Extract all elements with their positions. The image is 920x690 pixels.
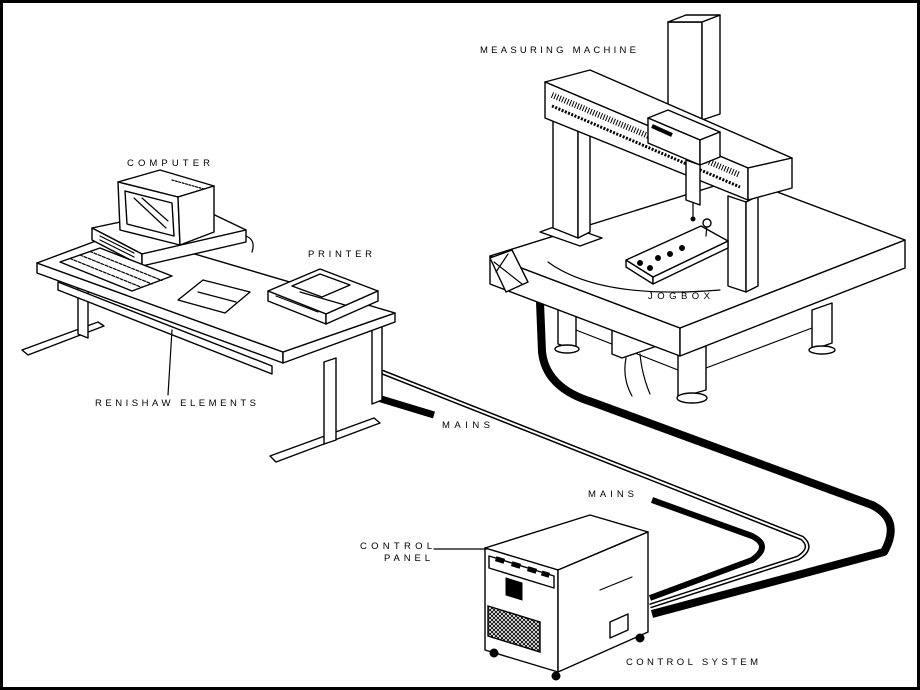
control-panel-indicator <box>540 570 551 578</box>
scale-reader-detail <box>493 261 523 285</box>
desk-mains-cable-inner <box>381 371 809 607</box>
computer <box>59 169 254 292</box>
caster-wheel <box>551 671 561 681</box>
bridge-beam-end <box>747 157 793 201</box>
document-sheet <box>177 279 251 314</box>
jogbox-button <box>667 251 673 257</box>
label-renishaw-elements: RENISHAW ELEMENTS <box>95 398 256 409</box>
control-system <box>484 514 649 681</box>
z-ram <box>685 159 701 206</box>
probe-tip <box>690 216 696 222</box>
table-leg-right <box>811 302 833 351</box>
label-control-panel-line1: CONTROL <box>360 541 432 552</box>
side-handle <box>599 576 633 591</box>
key-row <box>89 250 163 282</box>
label-control-system: CONTROL SYSTEM <box>626 657 758 668</box>
jogbox-button <box>679 245 685 251</box>
bridge-left-post-side <box>577 121 591 239</box>
vent-grill <box>487 605 541 653</box>
scale-reader-detail <box>495 253 509 273</box>
renishaw-pointer <box>167 329 173 396</box>
table-foot-right <box>808 345 836 355</box>
label-mains-desk: MAINS <box>442 420 490 431</box>
carriage-display <box>651 124 673 137</box>
measuring-machine <box>489 14 906 404</box>
drive-slot <box>99 235 135 254</box>
power-switch <box>505 577 523 601</box>
machine-cable <box>536 301 895 618</box>
control-panel-indicator <box>510 561 522 569</box>
screen-glare <box>133 197 167 229</box>
under-table-cable <box>624 357 633 397</box>
control-box-side <box>557 531 649 673</box>
jogbox <box>625 218 729 285</box>
bridge-right-post <box>727 195 747 293</box>
beam-scale <box>551 104 741 189</box>
control-mains-cable <box>648 497 765 601</box>
jogbox-button <box>647 265 653 271</box>
label-mains-control: MAINS <box>588 489 634 500</box>
caster-wheel <box>635 633 645 643</box>
caster-wheel <box>489 648 499 658</box>
label-measuring-machine: MEASURING MACHINE <box>480 45 636 56</box>
printer-paper-tray <box>291 273 351 298</box>
monitor-vent <box>171 179 205 190</box>
under-table-cable <box>639 353 651 395</box>
jogbox-button <box>655 255 661 261</box>
system-unit-side <box>141 229 247 267</box>
table-work-area <box>547 261 721 293</box>
table-brace <box>705 327 813 369</box>
label-printer: PRINTER <box>308 249 372 260</box>
cable-connector <box>609 613 629 639</box>
control-panel-indicator <box>526 566 538 574</box>
key-row <box>79 254 153 285</box>
label-control-panel-line2: PANEL <box>384 553 430 564</box>
bridge-right-post-side <box>745 195 759 293</box>
jogbox-button <box>637 260 643 266</box>
desk-right-leg <box>323 357 337 445</box>
printer-slot <box>299 291 346 306</box>
control-panel-indicator <box>494 556 506 564</box>
z-column-side <box>701 14 721 121</box>
printer-side <box>325 290 379 325</box>
monitor-side <box>177 185 215 246</box>
bridge-left-post <box>552 117 579 239</box>
carriage-side <box>699 131 721 166</box>
jogbox-top <box>625 225 729 278</box>
joystick-knob <box>702 218 712 228</box>
computer-cable <box>245 235 254 253</box>
desk-right-back-leg <box>371 317 383 405</box>
beam-scale <box>550 92 742 178</box>
paper-line <box>197 291 237 303</box>
key-row <box>69 257 143 289</box>
z-column-front <box>667 21 703 121</box>
table-foot-front <box>676 392 708 404</box>
drive-slot <box>99 239 135 258</box>
printer <box>267 268 379 325</box>
table-foot-left <box>554 344 580 354</box>
desk-mains-plug-cable <box>376 394 436 419</box>
cables <box>376 301 895 618</box>
screen-glare <box>141 197 169 222</box>
printer-slot <box>275 295 319 313</box>
desk-shelf <box>57 281 273 375</box>
z-column-top <box>667 14 721 23</box>
